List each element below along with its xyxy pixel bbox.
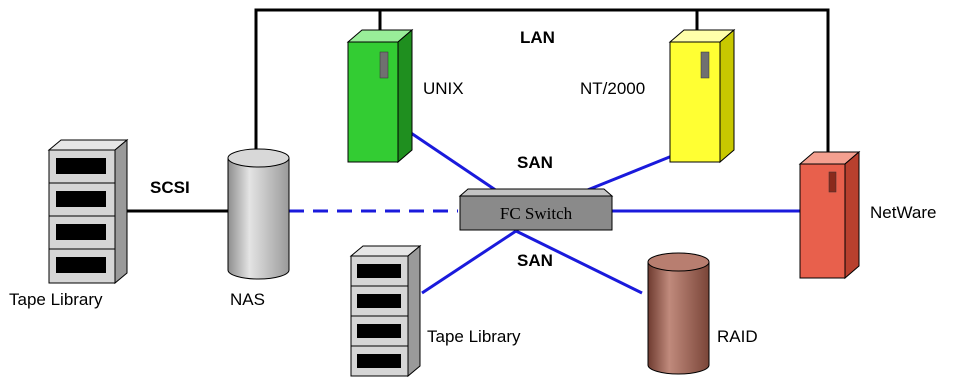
san-bottom-label: SAN: [517, 251, 553, 270]
san-link-nt: [579, 154, 673, 195]
tape-library-bottom-icon: [349, 244, 422, 378]
netware-label: NetWare: [870, 203, 936, 222]
lan-line-nas: [254, 8, 830, 160]
nas-storage-icon: [227, 148, 290, 280]
lan-label: LAN: [520, 28, 555, 47]
tape-library-left-label: Tape Library: [9, 290, 103, 309]
netware-server-icon: [798, 150, 861, 280]
raid-label: RAID: [717, 327, 758, 346]
tape-library-left-icon: [47, 138, 129, 285]
san-link-unix: [407, 129, 501, 195]
san-network: [289, 129, 800, 295]
scsi-label: SCSI: [150, 178, 190, 197]
fc-switch-label: FC Switch: [500, 204, 573, 223]
san-link-raid: [515, 229, 643, 295]
nt2000-server-icon: [668, 28, 736, 164]
tape-library-bottom-label: Tape Library: [427, 327, 521, 346]
lan-network: [254, 8, 830, 160]
nt2000-label: NT/2000: [580, 79, 645, 98]
unix-label: UNIX: [423, 79, 464, 98]
nas-label: NAS: [230, 290, 265, 309]
raid-storage-icon: [647, 252, 710, 375]
san-link-tape: [421, 229, 517, 295]
fc-switch-icon: FC Switch: [458, 188, 614, 231]
san-top-label: SAN: [517, 153, 553, 172]
unix-server-icon: [346, 28, 414, 164]
